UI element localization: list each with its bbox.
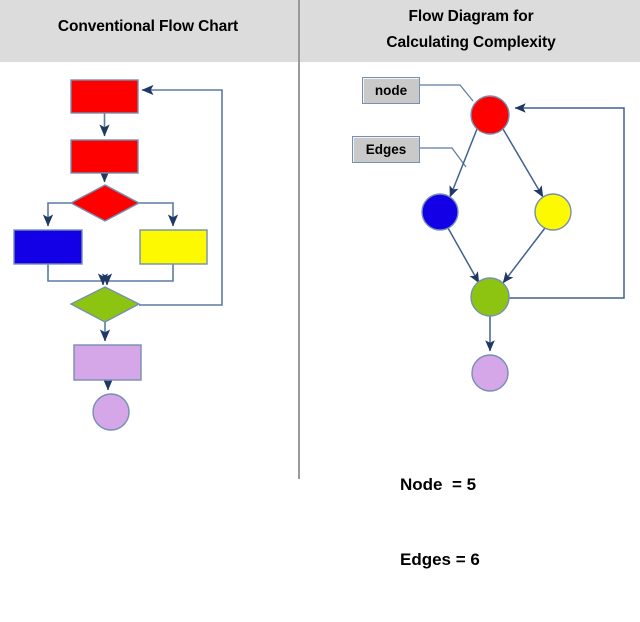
edge-n1-n3 bbox=[502, 128, 544, 198]
summary-node-count: Node = 5 bbox=[400, 475, 477, 494]
callout-leader-lines bbox=[420, 84, 474, 168]
graph-node-green bbox=[470, 277, 510, 317]
process-box-purple bbox=[73, 344, 142, 381]
edge-n1-n2 bbox=[449, 128, 478, 198]
edge-d1-p3 bbox=[42, 202, 71, 227]
process-box-1 bbox=[70, 79, 139, 114]
callout-edges-label: Edges bbox=[352, 136, 420, 163]
edge-n4-n1-feedback bbox=[509, 103, 625, 299]
edge-n2-n4 bbox=[447, 227, 480, 284]
left-chart-shapes bbox=[13, 79, 208, 431]
graph-node-yellow bbox=[534, 193, 572, 231]
right-panel-title: Flow Diagram for Calculating Complexity bbox=[302, 4, 640, 56]
graph-node-red bbox=[470, 95, 510, 135]
decision-diamond-green bbox=[69, 286, 141, 323]
decision-diamond-red bbox=[69, 184, 141, 222]
edge-p4-d2 bbox=[101, 264, 174, 286]
callout-node-label: node bbox=[362, 77, 420, 104]
terminator-circle-purple bbox=[92, 393, 130, 431]
process-box-2 bbox=[70, 139, 139, 174]
left-panel-title: Conventional Flow Chart bbox=[57, 18, 239, 35]
left-chart-connectors bbox=[42, 84, 223, 391]
edge-p3-d2 bbox=[47, 264, 109, 286]
summary-edge-count: Edges = 6 bbox=[400, 550, 480, 569]
diagrams-svg bbox=[13, 79, 625, 431]
edge-d2-p1-feedback bbox=[139, 84, 223, 306]
process-box-blue bbox=[13, 229, 83, 265]
right-panel-title-line1: Flow Diagram for bbox=[408, 8, 534, 25]
leader-node bbox=[420, 84, 474, 102]
complexity-summary: Node = 5 Edges = 6 bbox=[400, 422, 480, 622]
panel-divider bbox=[298, 0, 300, 479]
header-band bbox=[0, 0, 640, 62]
right-panel-title-line2: Calculating Complexity bbox=[386, 34, 556, 51]
edge-n3-n4 bbox=[502, 227, 546, 284]
slide-canvas: Conventional Flow Chart Flow Diagram for… bbox=[0, 0, 640, 569]
right-graph-edges bbox=[447, 103, 625, 352]
right-graph-nodes bbox=[421, 95, 572, 392]
graph-node-purple bbox=[471, 354, 509, 392]
graph-node-blue bbox=[421, 193, 459, 231]
leader-edges bbox=[420, 147, 467, 168]
edge-d1-p4 bbox=[139, 202, 179, 227]
process-box-yellow bbox=[139, 229, 208, 265]
